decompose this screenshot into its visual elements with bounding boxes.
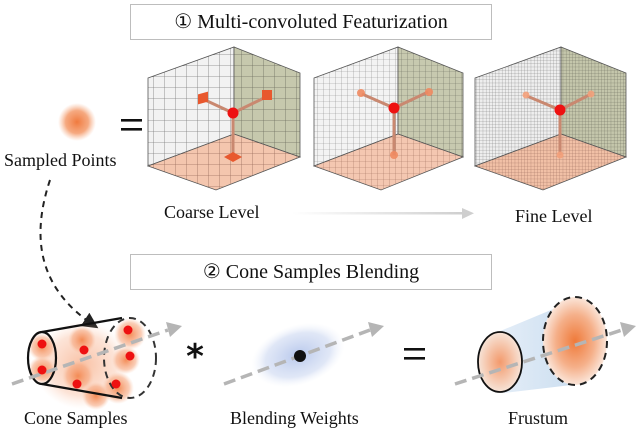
coarse-to-fine-arrow-icon <box>292 208 474 219</box>
label-frustum: Frustum <box>508 408 569 428</box>
label-fine-level: Fine Level <box>515 206 593 226</box>
label-sampled-points: Sampled Points <box>4 150 117 170</box>
svg-text:*: * <box>186 337 204 377</box>
sampled-point-icon <box>58 103 96 141</box>
convolution-asterisk-icon: * <box>186 337 204 377</box>
equals-sign-bottom <box>404 348 425 360</box>
medium-grid-cube-icon <box>312 46 465 191</box>
label-cone-samples: Cone Samples <box>24 408 128 428</box>
section1-title: ① Multi-convoluted Featurization <box>130 4 492 40</box>
equals-sign-top <box>121 119 142 131</box>
dashed-curve-arrow-icon <box>39 179 99 329</box>
cone-samples-icon <box>11 316 182 410</box>
label-blending-weights: Blending Weights <box>230 408 359 428</box>
blending-weights-icon <box>223 322 384 388</box>
section2-title: ② Cone Samples Blending <box>130 254 492 290</box>
fine-grid-cube-icon <box>473 46 628 191</box>
coarse-grid-cube-icon <box>146 46 302 191</box>
frustum-icon <box>454 296 636 393</box>
label-coarse-level: Coarse Level <box>164 202 260 222</box>
